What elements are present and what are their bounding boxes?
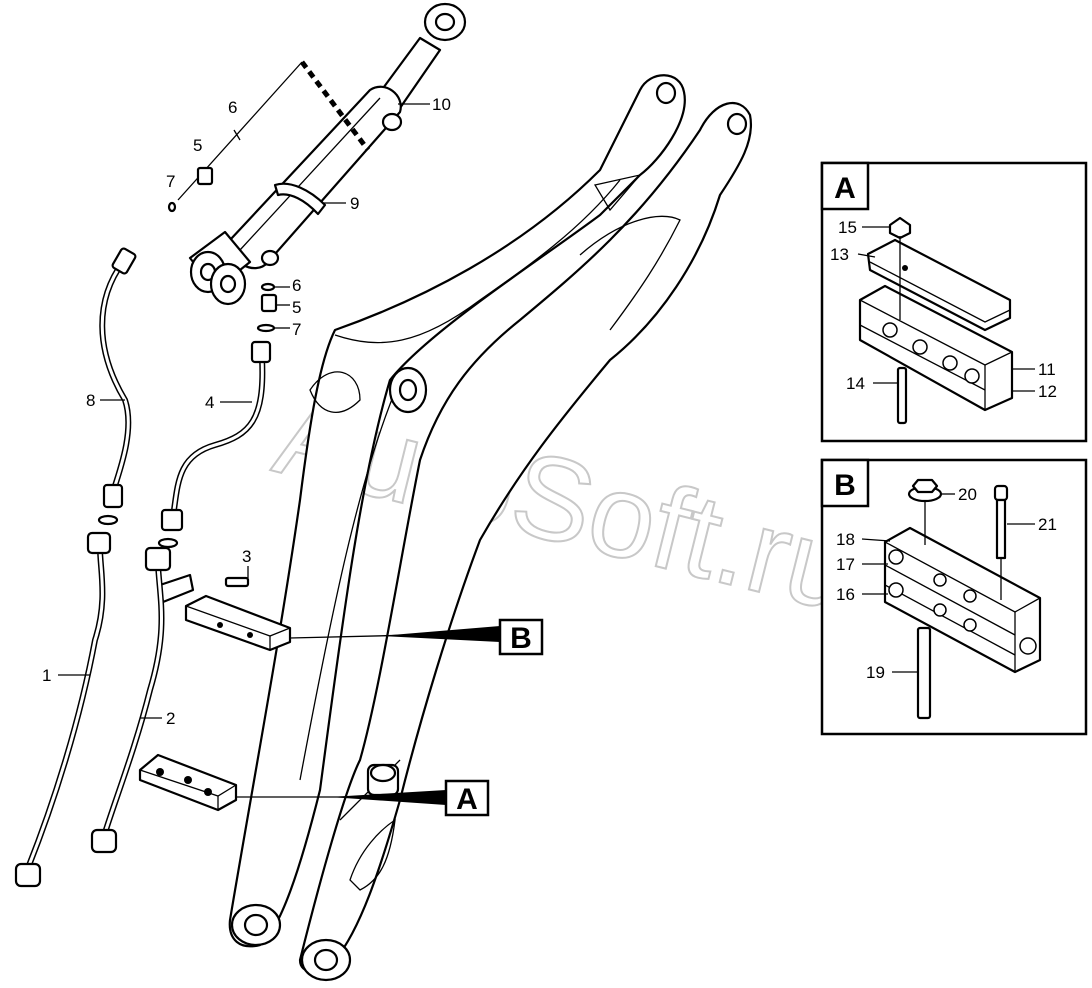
clamp-block-b	[184, 594, 292, 652]
hydraulic-cylinder	[177, 2, 467, 306]
callout-6a: 6	[228, 98, 237, 117]
callout-7a: 7	[166, 172, 175, 191]
callout-8: 8	[86, 391, 95, 410]
callout-17: 17	[836, 555, 855, 574]
callout-21: 21	[1038, 515, 1057, 534]
hoses	[14, 247, 272, 888]
callout-6b: 6	[292, 276, 301, 295]
callout-12: 12	[1038, 382, 1057, 401]
callout-15: 15	[838, 218, 857, 237]
callouts: 10 9 6 5 7 6 5 7 8 4 3 1 2	[42, 95, 451, 728]
callout-20: 20	[958, 485, 977, 504]
callout-18: 18	[836, 530, 855, 549]
callout-9: 9	[350, 194, 359, 213]
callout-2: 2	[166, 709, 175, 728]
callout-10: 10	[432, 95, 451, 114]
detail-a-panel: A 15 13 11 12 14	[820, 161, 1088, 443]
svg-text:A: A	[834, 172, 856, 205]
svg-text:A: A	[456, 783, 478, 816]
detail-b-panel: B 20 21 18 17 16 19	[820, 458, 1088, 736]
clamp-block-a	[138, 753, 238, 812]
callout-4: 4	[205, 393, 214, 412]
callout-14: 14	[846, 374, 865, 393]
ref-a: A	[236, 779, 490, 817]
callout-11: 11	[1038, 360, 1056, 379]
callout-7b: 7	[292, 320, 301, 339]
svg-text:B: B	[510, 622, 532, 655]
callout-3: 3	[242, 547, 251, 566]
callout-1: 1	[42, 666, 51, 685]
callout-13: 13	[830, 245, 849, 264]
ref-b: B	[289, 618, 544, 656]
fittings	[158, 129, 278, 604]
svg-text:B: B	[834, 469, 856, 502]
callout-5a: 5	[193, 136, 202, 155]
callout-19: 19	[866, 663, 885, 682]
boom-arm	[228, 74, 753, 982]
callout-5b: 5	[292, 298, 301, 317]
callout-16: 16	[836, 585, 855, 604]
